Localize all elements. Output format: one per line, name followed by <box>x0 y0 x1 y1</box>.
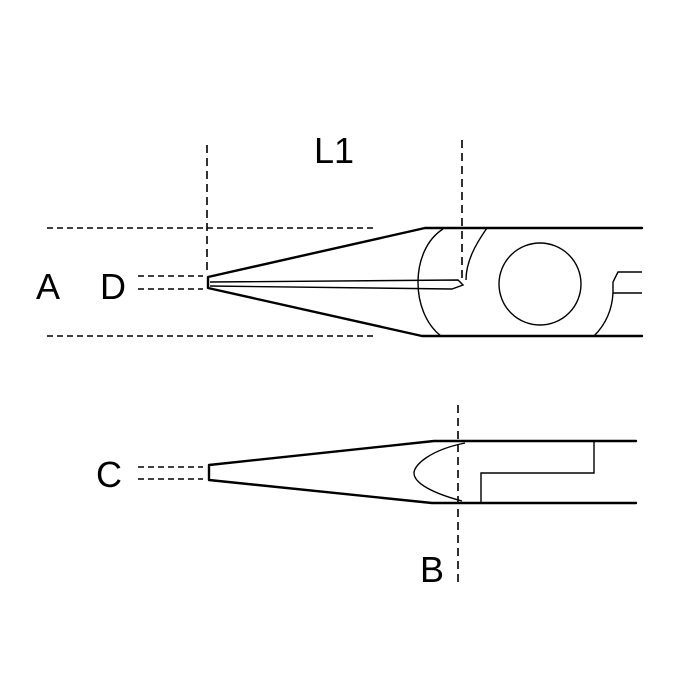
side-view <box>138 405 638 584</box>
label-b: B <box>420 549 444 590</box>
handle-slot <box>612 271 642 294</box>
joint-upper-arc <box>465 227 488 281</box>
joint-right-arc <box>593 292 614 337</box>
label-d: D <box>100 266 126 307</box>
side-step-edge <box>480 441 595 503</box>
side-joint-curve <box>413 442 466 502</box>
label-a: A <box>36 266 60 307</box>
jaw-gap <box>209 279 465 290</box>
label-l1: L1 <box>314 130 354 171</box>
side-jaw-outline <box>207 439 638 505</box>
jaw-outline <box>206 226 644 338</box>
rivet-circle <box>498 242 582 326</box>
joint-left-arc <box>417 228 444 337</box>
label-c: C <box>96 454 122 495</box>
top-view <box>47 140 644 338</box>
